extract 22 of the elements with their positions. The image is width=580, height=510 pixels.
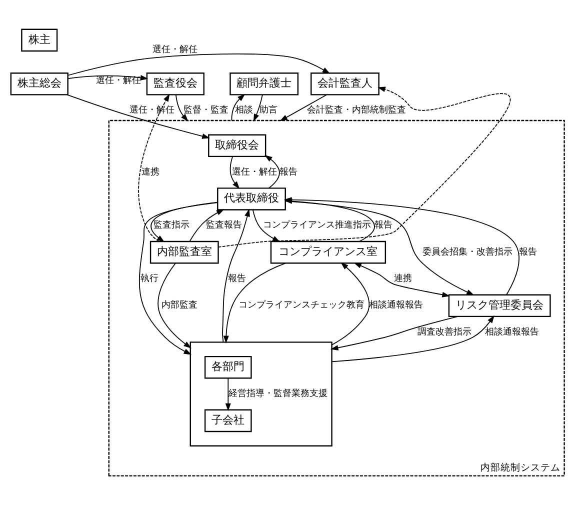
edge-label: 執行 (140, 274, 158, 284)
edge-label: 選任・解任 (232, 167, 277, 178)
edge-label: 報告 (228, 274, 246, 284)
edge-label: 監査指示 (154, 220, 190, 231)
edge-label: コンプライアンス推進指示 (263, 220, 372, 231)
edge-label: 報告 (519, 247, 538, 258)
edge-label: コンプライアンスチェック教育 (238, 300, 365, 311)
edge-label: 調査改善指示 (418, 327, 472, 338)
edge-label: 報告 (279, 167, 298, 178)
edge-label: 内部監査 (161, 300, 198, 311)
edge-label: 監督・監査 (183, 106, 228, 116)
edge-label: 選任・解任 (152, 44, 198, 55)
edge-label: 経営指導・監督業務支援 (228, 389, 328, 400)
edge-label: 会計監査・内部統制監査 (306, 106, 406, 116)
edge-label: 監査報告 (206, 220, 242, 231)
edge-label: 連携 (394, 274, 412, 284)
edge-label: 相談 (235, 106, 254, 116)
edge-label: 報告 (374, 220, 393, 231)
edge-label: 助言 (260, 106, 278, 116)
edge-label: 連携 (142, 167, 160, 178)
edge-label: 委員会招集・改善指示 (422, 247, 513, 258)
edge-label: 相談通報報告 (484, 327, 539, 338)
